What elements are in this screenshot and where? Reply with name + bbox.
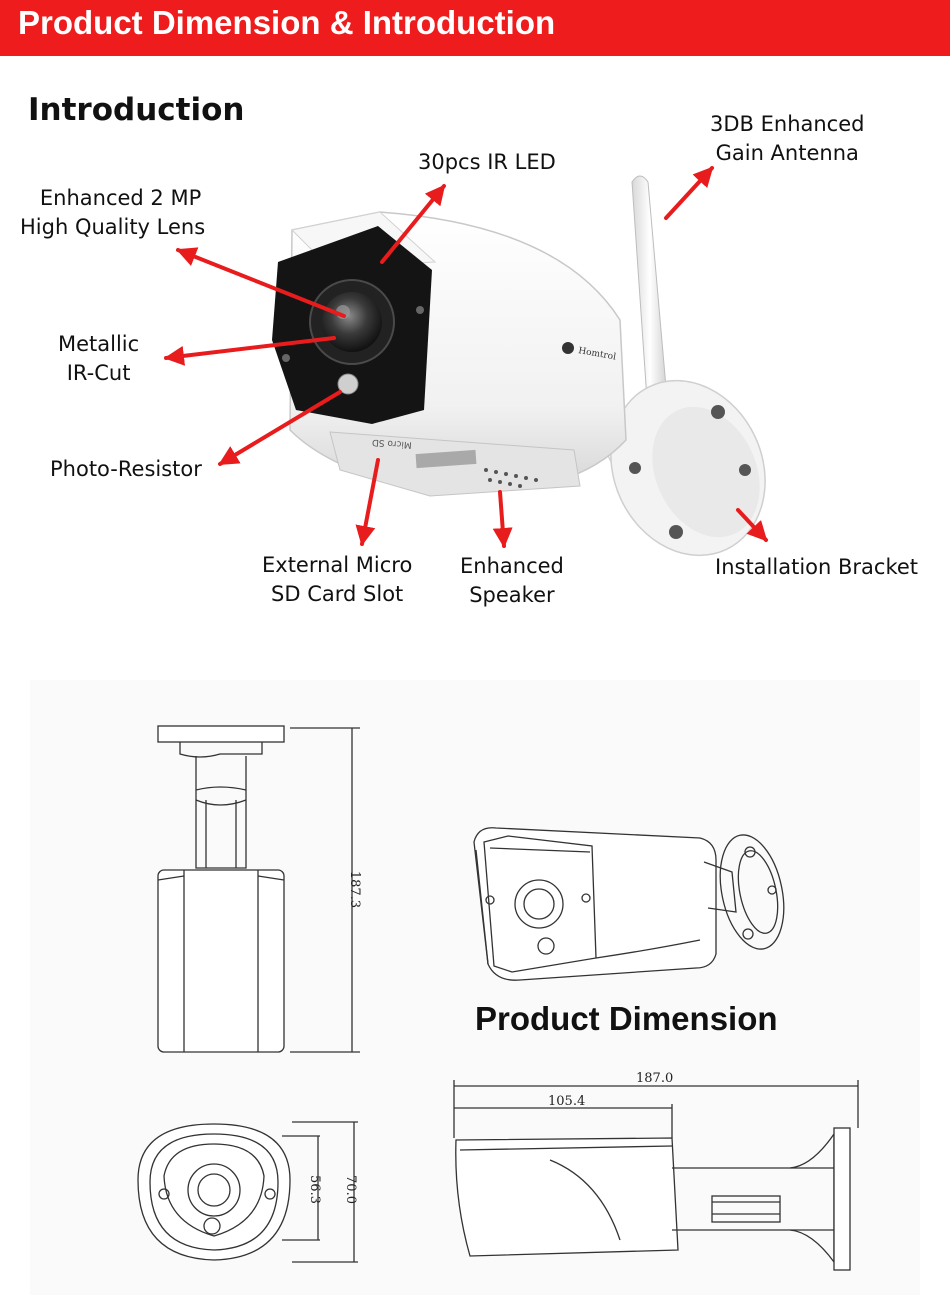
- label-ir-cut-line1: Metallic: [58, 332, 140, 356]
- dim-front-inner: 56.3: [306, 1175, 322, 1204]
- arrow-speaker: [492, 490, 513, 548]
- front-screw: [282, 354, 290, 362]
- label-antenna: 3DB Enhanced Gain Antenna: [710, 110, 864, 168]
- screw-hole: [669, 525, 683, 539]
- label-bracket: Installation Bracket: [715, 555, 919, 579]
- camera-illustration: Homtrol: [272, 175, 766, 557]
- label-sd-line1: External Micro: [262, 553, 413, 577]
- label-antenna-line2: Gain Antenna: [715, 141, 859, 165]
- label-sd-slot: External Micro SD Card Slot: [262, 551, 412, 609]
- brand-logo-icon: [562, 342, 574, 354]
- dim-top-length: 187.0: [636, 1071, 674, 1086]
- callout-arrows: [164, 166, 768, 548]
- dim-top-body: 105.4: [548, 1094, 586, 1109]
- front-view-drawing: [137, 1121, 358, 1263]
- label-lens-line2: High Quality Lens: [20, 215, 206, 239]
- label-lens-line1: Enhanced 2 MP: [39, 186, 202, 210]
- label-ir-cut: Metallic IR-Cut: [58, 330, 139, 388]
- label-ir-led: 30pcs IR LED: [418, 150, 556, 174]
- dim-side-height: 187.3: [347, 870, 363, 909]
- arrow-bracket: [736, 508, 768, 542]
- dimension-title: Product Dimension: [475, 1000, 778, 1037]
- dim-front-outer: 70.0: [342, 1175, 358, 1204]
- intro-title: Introduction: [28, 92, 245, 128]
- screw-hole: [711, 405, 725, 419]
- label-ir-cut-line2: IR-Cut: [66, 361, 131, 385]
- label-photo-resistor: Photo-Resistor: [50, 457, 202, 481]
- sd-card-slot: [415, 449, 477, 469]
- perspective-view-drawing: [473, 827, 785, 981]
- front-screw: [416, 306, 424, 314]
- screw-hole: [629, 462, 641, 474]
- antenna: [631, 175, 669, 415]
- arrow-antenna: [664, 166, 714, 220]
- label-antenna-line1: 3DB Enhanced: [710, 112, 865, 136]
- screw-hole: [739, 464, 751, 476]
- label-speaker: Enhanced Speaker: [460, 552, 564, 610]
- label-speaker-line2: Speaker: [469, 583, 555, 607]
- wall-plate-face: [652, 406, 760, 538]
- label-sd-line2: SD Card Slot: [271, 582, 404, 606]
- side-view-drawing: [157, 725, 360, 1053]
- arrow-lens: [176, 247, 346, 318]
- header-banner: Product Dimension & Introduction: [0, 0, 950, 56]
- banner-title: Product Dimension & Introduction: [18, 4, 556, 41]
- speaker-grille: [484, 468, 538, 488]
- label-lens: Enhanced 2 MP High Quality Lens: [20, 184, 205, 242]
- top-view-drawing: [453, 1080, 859, 1271]
- lens: [322, 292, 382, 352]
- label-speaker-line1: Enhanced: [460, 554, 564, 578]
- arrow-photo-resistor: [218, 390, 342, 466]
- photo-resistor-sensor: [337, 373, 359, 395]
- arrow-sd-slot: [355, 458, 380, 546]
- arrow-ir-cut: [164, 336, 336, 366]
- arrow-ir-led: [380, 184, 446, 264]
